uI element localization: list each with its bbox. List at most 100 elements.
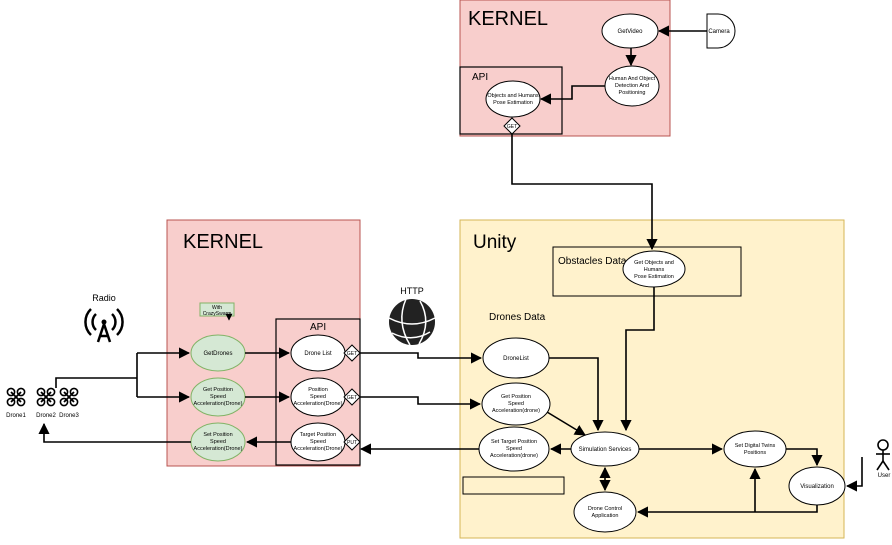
left-put-tag: PUT xyxy=(343,433,361,451)
get-objects-label-3: Pose Estimation xyxy=(634,274,674,280)
get-drones-label: GetDrones xyxy=(203,351,232,357)
user-to-visualization-arrow xyxy=(845,457,863,492)
obstacles-data-label: Obstacles Data xyxy=(558,256,627,267)
api-drone-list-node[interactable]: Drone List xyxy=(290,334,346,372)
getposition-to-simulation-arrow xyxy=(546,411,586,436)
top-kernel-title: KERNEL xyxy=(468,8,548,30)
api-position-node[interactable]: Position Speed Acceleration(Drone) xyxy=(290,377,346,417)
simulation-services-label: Simulation Services xyxy=(579,447,632,453)
left-api-box: API xyxy=(275,318,361,466)
api-target-label-1: Target Position xyxy=(300,432,336,438)
drone3-icon xyxy=(59,387,79,407)
api-position-label-3: Acceleration(Drone) xyxy=(294,401,343,407)
pose-estimation-label-2: Pose Estimation xyxy=(493,100,533,106)
pose-to-unity-arrow xyxy=(511,134,658,251)
set-position-node[interactable]: Set Position Speed Acceleration(Drone) xyxy=(190,422,246,462)
drone-control-label-2: Application xyxy=(592,513,619,519)
detection-to-pose-arrow xyxy=(539,85,605,105)
unity-title: Unity xyxy=(473,232,517,253)
drone-control-node[interactable]: Drone Control Application xyxy=(573,491,637,533)
with-crazyswarm-label-2: CrazySwarm xyxy=(203,311,232,317)
position-to-unity-arrow xyxy=(360,396,482,410)
pose-estimation-node[interactable]: Objects and Humans Pose Estimation xyxy=(485,80,541,118)
api-position-label-2: Speed xyxy=(310,394,326,400)
with-crazyswarm-box: With CrazySwarm xyxy=(199,302,235,317)
unity-set-target-label-2: Speed xyxy=(506,446,522,452)
drone2-label: Drone2 xyxy=(36,413,56,419)
drones-to-kernel-line xyxy=(55,377,137,388)
drone3-label: Drone3 xyxy=(59,413,79,419)
visualization-node[interactable]: Visualization xyxy=(788,466,846,506)
drone2-icon xyxy=(36,387,56,407)
detection-label-1: Human And Object xyxy=(609,76,656,82)
detection-node[interactable]: Human And Object Detection And Positioni… xyxy=(604,65,660,107)
drone1-icon xyxy=(6,387,26,407)
top-api-box: API xyxy=(459,66,563,135)
http-label: HTTP xyxy=(400,286,424,296)
globe-icon xyxy=(388,298,436,346)
get-objects-label-2: Humans xyxy=(644,267,665,273)
api-target-label-2: Speed xyxy=(310,439,326,445)
drone-group xyxy=(6,387,79,407)
get-video-node[interactable]: GetVideo xyxy=(601,13,659,49)
left-get-tag-1: GET xyxy=(343,344,361,362)
radio-label: Radio xyxy=(92,293,116,303)
api-drone-list-label: Drone List xyxy=(304,351,332,357)
get-drones-node[interactable]: GetDrones xyxy=(190,334,246,372)
visualization-to-control-arrow xyxy=(636,505,818,518)
top-get-tag-label: GET xyxy=(507,124,517,130)
left-put-tag-label: PUT xyxy=(347,440,357,446)
unity-drone-list-node[interactable]: DroneList xyxy=(482,337,550,379)
unity-set-target-node[interactable]: Set Target Position Speed Acceleration(d… xyxy=(478,426,550,472)
set-position-label-2: Speed xyxy=(210,439,226,445)
dronelist-to-simulation-arrow xyxy=(549,357,604,432)
empty-unity-box xyxy=(462,476,565,495)
twins-to-visualization-arrow xyxy=(786,448,823,467)
simulation-services-node[interactable]: Simulation Services xyxy=(570,431,640,467)
list-to-unity-arrow xyxy=(360,352,483,364)
api-target-label-3: Acceleration(Drone) xyxy=(294,446,343,452)
set-digital-twins-label-2: Positions xyxy=(744,450,767,456)
get-objects-node[interactable]: Get Objects and Humans Pose Estimation xyxy=(622,250,686,288)
set-digital-twins-label-1: Set Digital Twins xyxy=(735,443,776,449)
api-position-label-1: Position xyxy=(308,387,328,393)
left-kernel-title: KERNEL xyxy=(183,231,263,253)
set-position-to-drone-arrow xyxy=(38,422,191,443)
unity-set-target-label-3: Acceleration(drone) xyxy=(490,453,538,459)
unity-get-position-label-3: Acceleration(drone) xyxy=(492,408,540,414)
with-crazyswarm-label-1: With xyxy=(212,305,222,311)
detection-label-2: Detection And xyxy=(615,83,649,89)
get-objects-label-1: Get Objects and xyxy=(634,260,674,266)
set-digital-twins-node[interactable]: Set Digital Twins Positions xyxy=(723,430,787,468)
unity-get-position-label-2: Speed xyxy=(508,401,524,407)
left-get-tag-1-label: GET xyxy=(347,351,357,357)
top-api-label: API xyxy=(472,72,488,83)
drone1-label: Drone1 xyxy=(6,413,26,419)
get-position-label-1: Get Position xyxy=(203,387,233,393)
drones-data-label: Drones Data xyxy=(489,312,546,323)
detection-label-3: Positioning xyxy=(619,90,646,96)
unity-drone-list-label: DroneList xyxy=(503,356,529,362)
get-position-node[interactable]: Get Position Speed Acceleration(Drone) xyxy=(190,377,246,417)
left-api-label: API xyxy=(310,322,326,333)
left-get-tag-2: GET xyxy=(343,388,361,406)
unity-set-target-label-1: Set Target Position xyxy=(491,439,537,445)
drone-control-label-1: Drone Control xyxy=(588,506,622,512)
unity-get-position-node[interactable]: Get Position Speed Acceleration(drone) xyxy=(481,382,551,426)
objects-to-simulation-arrow xyxy=(620,287,655,432)
api-target-position-node[interactable]: Target Position Speed Acceleration(Drone… xyxy=(290,422,346,462)
left-get-tag-2-label: GET xyxy=(347,395,357,401)
pose-estimation-label-1: Objects and Humans xyxy=(487,93,539,99)
get-position-label-2: Speed xyxy=(210,394,226,400)
set-position-label-3: Acceleration(Drone) xyxy=(194,446,243,452)
set-position-label-1: Set Position xyxy=(203,432,232,438)
get-position-label-3: Acceleration(Drone) xyxy=(194,401,243,407)
get-video-label: GetVideo xyxy=(618,29,644,35)
camera-label: Camera xyxy=(708,29,730,35)
visualization-label: Visualization xyxy=(800,484,834,490)
radio-icon xyxy=(84,308,124,343)
user-icon xyxy=(876,439,890,471)
camera-node[interactable]: Camera xyxy=(706,13,736,49)
unity-get-position-label-1: Get Position xyxy=(501,394,531,400)
